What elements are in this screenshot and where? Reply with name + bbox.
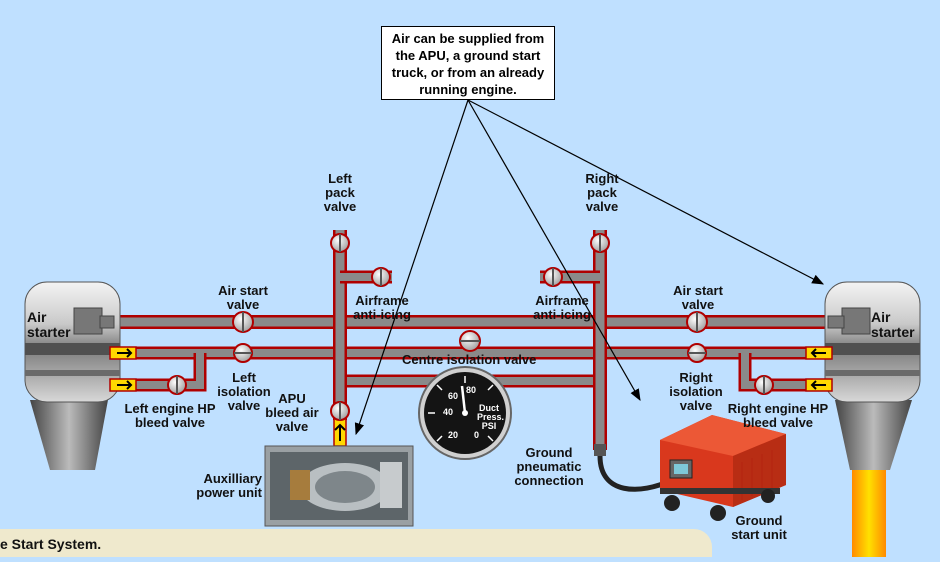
callout-box: Air can be supplied from the APU, a grou… [381,26,555,100]
right-anti-icing-label: Airframe anti-icing [533,293,591,322]
apu-duct [333,417,347,447]
gauge-tick-0: 0 [474,430,480,440]
caption-strip: e Start System. [0,529,712,557]
apu-bleed-air-valve-label: APU bleed air valve [265,391,319,434]
left-isolation-valve-label: Left isolation valve [217,370,271,413]
gauge-tick-60: 60 [448,391,459,401]
ground-pneumatic-connection-label: Ground pneumatic connection [514,445,584,488]
left-engine [24,281,137,470]
callout-arrows [354,99,825,436]
ground-start-unit [660,415,786,521]
gauge-label-psi: PSI [481,421,497,431]
gauge-label-press: Press. [477,412,505,422]
left-hp-bleed-valve-label: Left engine HP bleed valve [124,401,216,430]
gauge-tick-40: 40 [443,407,454,417]
apu-label: Auxilliary power unit [196,471,262,500]
gauge-tick-20: 20 [448,430,459,440]
left-air-starter-label: Air starter [27,309,71,340]
left-pack-valve-label: Left pack valve [323,171,357,214]
gauge-label-duct: Duct [479,403,499,413]
right-air-starter-label: Air starter [871,309,915,340]
duct-pressure-gauge [418,366,512,460]
caption-text: e Start System. [0,536,102,552]
right-hp-bleed-valve-label: Right engine HP bleed valve [727,401,829,430]
right-pack-valve-label: Right pack valve [585,171,619,214]
gauge-tick-80: 80 [466,385,477,395]
left-air-start-valve-label: Air start valve [218,283,268,312]
right-isolation-valve-label: Right isolation valve [669,370,723,413]
ground-start-unit-label: Ground start unit [731,513,787,542]
apu-photo [264,445,414,527]
right-air-start-valve-label: Air start valve [673,283,723,312]
centre-isolation-valve-label: Centre isolation valve [402,352,537,367]
right-engine [805,281,921,557]
left-anti-icing-label: Airframe anti-icing [353,293,411,322]
